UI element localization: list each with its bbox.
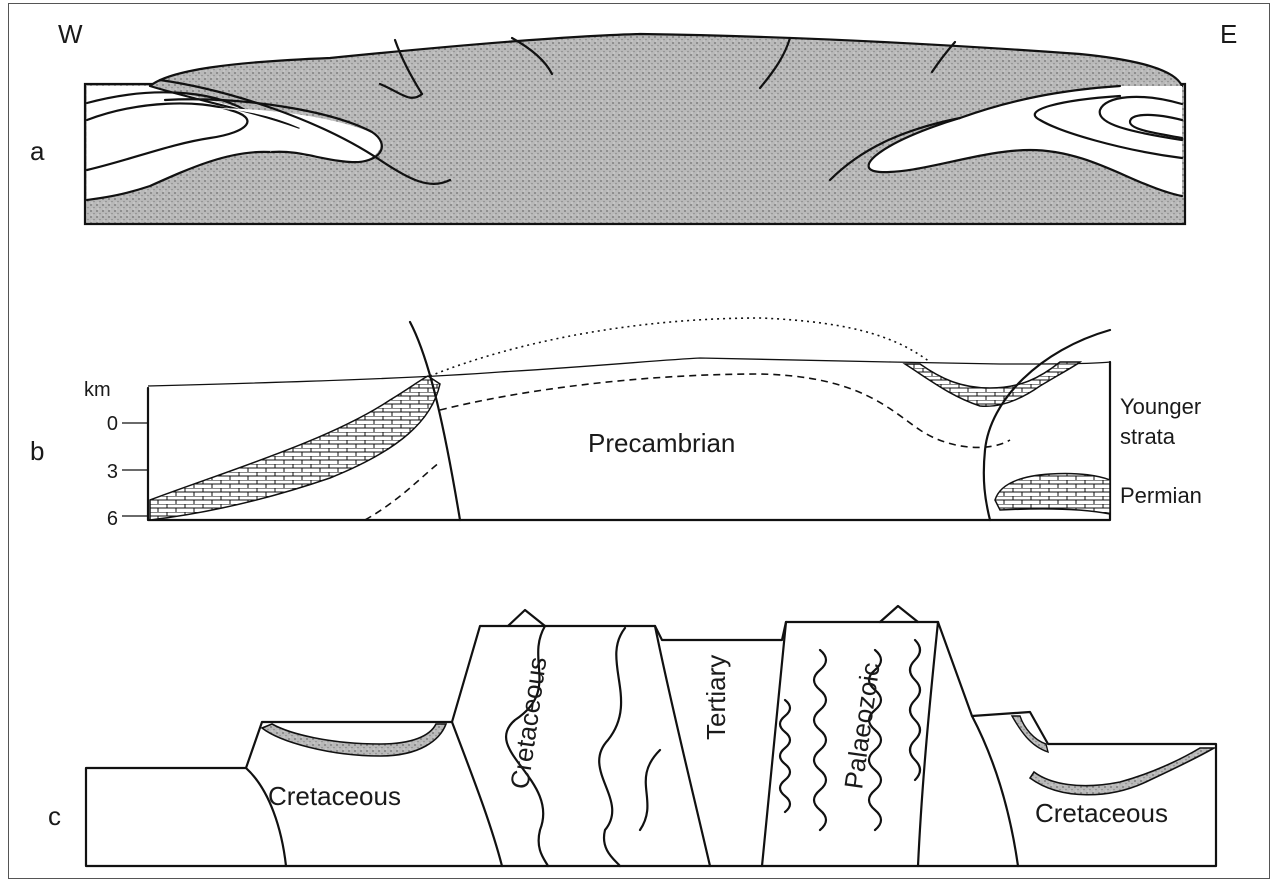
west-label: W — [58, 19, 83, 49]
tight-fold-1 — [780, 700, 790, 812]
dotted-reconstruction — [430, 318, 930, 376]
precambrian-label: Precambrian — [588, 428, 735, 458]
panel-b: b km 0 3 6 Precambrian Younger strata Pe… — [30, 318, 1202, 530]
panel-c: c Cretaceous Cretaceous Tertiary Palaeoz… — [48, 606, 1216, 866]
right-permian-band — [995, 473, 1110, 514]
right-block-label: Palaeozoic — [838, 661, 885, 791]
younger-strata-label-line1: Younger — [1120, 394, 1201, 419]
younger-strata-label-line2: strata — [1120, 424, 1176, 449]
panel-a: W E a — [30, 19, 1237, 224]
panel-a-label: a — [30, 136, 45, 166]
left-basin-label: Cretaceous — [268, 781, 401, 811]
fold-c2 — [599, 628, 625, 866]
fault-c6 — [972, 716, 1018, 866]
panel-b-label: b — [30, 436, 44, 466]
axis-ticks — [122, 423, 148, 516]
east-label: E — [1220, 19, 1237, 49]
tick-label-6: 6 — [107, 508, 118, 530]
right-basin-strata — [905, 362, 1080, 406]
center-label: Tertiary — [701, 655, 731, 740]
fault-c2 — [452, 722, 502, 866]
dashed-left-lower — [365, 462, 440, 520]
tick-label-0: 0 — [107, 413, 118, 435]
right-basin-fill — [1030, 748, 1214, 795]
peak-right — [880, 606, 918, 622]
tight-fold-2 — [814, 650, 826, 830]
peak-left — [508, 610, 545, 626]
left-basin-fill — [262, 724, 446, 756]
ground-surface — [148, 358, 1110, 386]
tick-label-3: 3 — [107, 461, 118, 483]
fold-c3 — [640, 750, 660, 830]
tight-fold-4 — [910, 640, 920, 780]
permian-label: Permian — [1120, 483, 1202, 508]
axis-unit: km — [84, 379, 111, 401]
fault-c4 — [762, 622, 786, 866]
fault-c5 — [918, 622, 938, 866]
right-basin-label: Cretaceous — [1035, 798, 1168, 828]
panel-c-label: c — [48, 801, 61, 831]
